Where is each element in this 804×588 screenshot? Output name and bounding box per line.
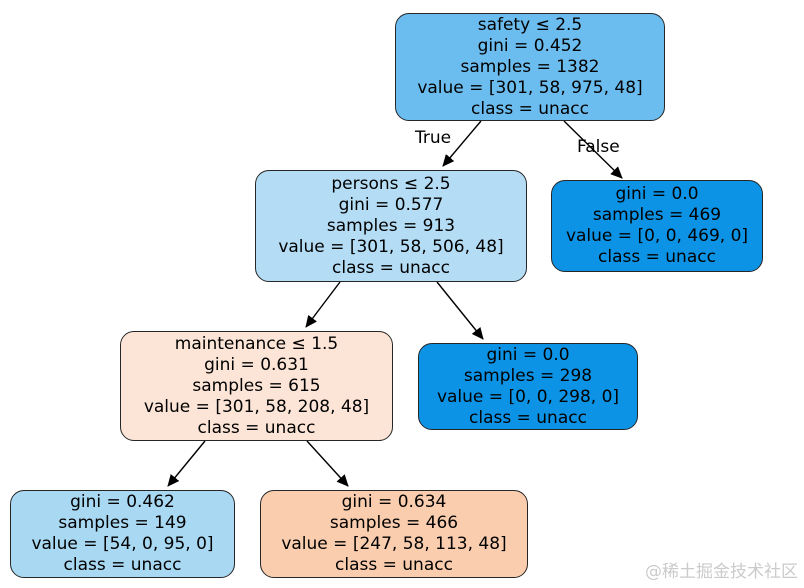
watermark: @稀土掘金技术社区 <box>645 562 798 582</box>
node-gini: gini = 0.0 <box>615 184 699 204</box>
node-class: class = unacc <box>598 247 716 267</box>
node-gini: gini = 0.577 <box>338 194 444 215</box>
node-class: class = unacc <box>471 98 589 119</box>
leaf-maintenance-false: gini = 0.634 samples = 466 value = [247,… <box>260 490 528 578</box>
node-split-rule: maintenance ≤ 1.5 <box>174 333 339 354</box>
edge-label-false: False <box>577 137 620 157</box>
node-value: value = [0, 0, 469, 0] <box>565 226 749 246</box>
node-class: class = unacc <box>469 407 587 428</box>
node-gini: gini = 0.634 <box>341 492 447 512</box>
edge-persons-to-maintenance <box>305 281 341 328</box>
node-samples: samples = 298 <box>463 365 593 386</box>
node-value: value = [301, 58, 208, 48] <box>143 396 370 417</box>
node-root-safety: safety ≤ 2.5 gini = 0.452 samples = 1382… <box>395 13 665 121</box>
node-gini: gini = 0.0 <box>486 344 570 365</box>
node-class: class = unacc <box>197 417 316 438</box>
node-split-rule: safety ≤ 2.5 <box>477 14 583 35</box>
node-value: value = [247, 58, 113, 48] <box>281 534 507 554</box>
edge-maintenance-to-true-leaf <box>167 440 206 487</box>
node-maintenance: maintenance ≤ 1.5 gini = 0.631 samples =… <box>120 331 393 441</box>
edge-label-true: True <box>415 128 452 148</box>
edge-maintenance-to-false-leaf <box>306 440 349 487</box>
node-value: value = [54, 0, 95, 0] <box>31 534 214 554</box>
node-samples: samples = 149 <box>58 513 187 533</box>
node-gini: gini = 0.631 <box>204 354 309 375</box>
node-samples: samples = 615 <box>192 375 321 396</box>
node-samples: samples = 466 <box>329 513 459 533</box>
node-samples: samples = 1382 <box>460 56 600 77</box>
node-value: value = [301, 58, 506, 48] <box>278 236 504 257</box>
leaf-safety-false: gini = 0.0 samples = 469 value = [0, 0, … <box>551 180 763 272</box>
node-gini: gini = 0.452 <box>477 35 583 56</box>
node-class: class = unacc <box>335 555 453 575</box>
node-persons: persons ≤ 2.5 gini = 0.577 samples = 913… <box>255 170 527 282</box>
node-gini: gini = 0.462 <box>70 492 175 512</box>
node-samples: samples = 469 <box>592 205 722 225</box>
node-samples: samples = 913 <box>326 215 456 236</box>
edge-persons-to-false-leaf <box>436 281 484 340</box>
node-class: class = unacc <box>63 555 182 575</box>
leaf-maintenance-true: gini = 0.462 samples = 149 value = [54, … <box>10 490 235 578</box>
node-value: value = [301, 58, 975, 48] <box>417 77 643 98</box>
leaf-persons-false: gini = 0.0 samples = 298 value = [0, 0, … <box>418 343 638 430</box>
node-class: class = unacc <box>332 257 450 278</box>
node-value: value = [0, 0, 298, 0] <box>436 386 620 407</box>
node-split-rule: persons ≤ 2.5 <box>331 173 451 194</box>
